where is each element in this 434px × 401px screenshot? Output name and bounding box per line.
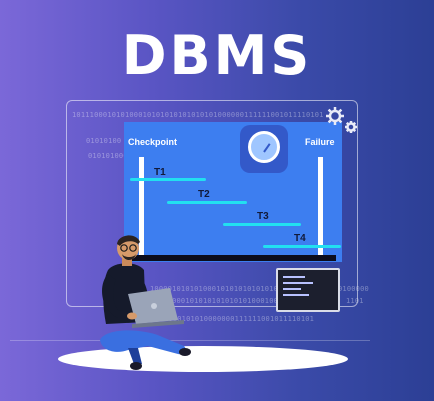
binary-text-bottom-1: 10000101010100010101010101010001111110 [150,285,318,293]
transaction-label-t1: T1 [154,167,166,178]
person-with-laptop-illustration [100,235,191,370]
chart-baseline [124,255,336,261]
checkpoint-line [139,157,144,257]
terminal-line [283,288,301,290]
transaction-line-t3 [223,223,301,226]
transaction-label-t4: T4 [294,233,306,244]
terminal-line [283,276,305,278]
terminal-line [283,282,313,284]
floor-shadow [58,346,348,372]
binary-text-left-1: 01010100 [86,137,122,145]
transaction-line-t2 [167,201,247,204]
failure-label: Failure [305,137,335,147]
binary-text-left-2: 010101000 [88,152,128,160]
terminal-icon [276,268,340,312]
recovery-chart-panel [124,122,342,262]
checkpoint-label: Checkpoint [128,137,178,147]
transaction-line-t1 [130,178,206,181]
failure-line [318,157,323,257]
binary-text-bottom-3: 1010101010000000111111001011110101 [164,315,315,323]
gauge-icon [248,131,280,163]
terminal-line [283,294,309,296]
transaction-label-t3: T3 [257,211,269,222]
transaction-label-t2: T2 [198,189,210,200]
binary-text-top: 1011100010101000101010101010101010000001… [72,111,324,119]
binary-text-bottom-2: 1010100010101010101010100010010010100000… [150,297,331,305]
transaction-line-t4 [263,245,341,248]
binary-text-right-2: 1101 [346,297,364,305]
screen-frame [66,100,358,307]
binary-text-right-1: 0100000 [338,285,369,293]
page-title: DBMS [121,24,313,87]
gear-icon [326,107,357,133]
ground-line [10,340,370,341]
